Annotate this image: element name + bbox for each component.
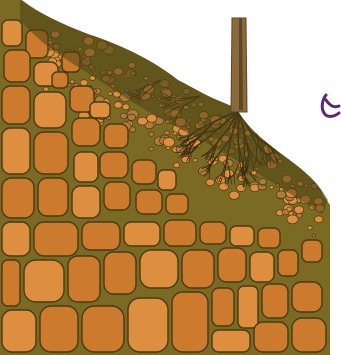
subsoil-pebble	[149, 132, 154, 136]
bedrock-block	[238, 286, 258, 328]
bedrock-block	[292, 318, 326, 352]
bedrock-block	[100, 152, 128, 178]
bedrock-block	[34, 132, 68, 174]
subsoil-pebble	[312, 234, 316, 237]
bedrock-block	[72, 118, 100, 146]
bedrock-block	[2, 310, 36, 352]
subsoil-pebble	[164, 131, 169, 135]
subsoil-pebble	[294, 206, 304, 214]
bedrock-block	[132, 160, 156, 184]
subsoil-pebble	[287, 207, 292, 211]
bedrock-block	[2, 222, 30, 256]
subsoil-pebble	[259, 179, 267, 185]
bedrock-block	[2, 260, 20, 306]
subsoil-pebble	[120, 113, 127, 119]
subsoil-pebble	[316, 166, 326, 174]
bedrock-block	[2, 86, 30, 124]
subsoil-pebble	[333, 170, 337, 173]
subsoil-pebble	[138, 117, 148, 125]
bedrock-block	[104, 182, 130, 210]
bedrock-block	[52, 72, 68, 88]
bedrock-block	[34, 92, 66, 128]
subsoil-pebble	[303, 164, 312, 171]
bedrock-block	[104, 124, 128, 148]
bedrock-block	[212, 330, 250, 352]
bedrock-block	[104, 252, 136, 294]
bedrock-block	[40, 306, 78, 352]
subsoil-pebble	[327, 188, 338, 197]
bedrock-block	[250, 252, 274, 282]
bedrock-block	[218, 248, 246, 282]
bedrock-block	[82, 222, 120, 250]
subsoil-pebble	[193, 159, 197, 162]
subsoil-pebble	[206, 179, 214, 186]
subsoil-pebble	[313, 167, 324, 176]
subsoil-pebble	[163, 138, 175, 147]
subsoil-pebble	[305, 160, 311, 165]
bedrock-block	[254, 322, 288, 352]
subsoil-pebble	[314, 216, 323, 223]
bedrock-block	[24, 260, 64, 302]
subsoil-pebble	[114, 102, 122, 109]
bedrock-block	[34, 222, 78, 256]
bedrock-block	[166, 194, 188, 214]
bedrock-block	[302, 240, 322, 262]
subsoil-pebble	[173, 132, 177, 135]
subsoil-pebble	[266, 138, 272, 143]
subsoil-pebble	[174, 163, 180, 168]
bedrock-block	[90, 102, 110, 118]
bedrock-block	[292, 282, 322, 312]
subsoil-pebble	[219, 183, 229, 191]
subsoil-pebble	[335, 219, 340, 223]
bedrock-block	[68, 256, 100, 302]
bedrock-block	[278, 250, 298, 276]
bedrock-block	[82, 306, 124, 352]
bedrock-block	[124, 222, 160, 246]
bedrock-block	[262, 284, 288, 318]
bedrock-block	[2, 128, 30, 174]
subsoil-pebble	[80, 80, 88, 86]
bedrock-block	[140, 250, 178, 288]
subsoil-pebble	[229, 191, 239, 199]
subsoil-pebble	[70, 80, 74, 83]
subsoil-pebble	[326, 180, 335, 187]
bedrock-block	[4, 50, 30, 82]
subsoil-pebble	[128, 114, 136, 120]
bedrock-block	[172, 292, 208, 352]
plant-stem	[231, 18, 247, 112]
subsoil-pebble	[43, 87, 48, 91]
bedrock-block	[72, 186, 100, 218]
bedrock-block	[2, 178, 34, 218]
bedrock-block	[230, 226, 254, 246]
bedrock-block	[212, 288, 234, 326]
subsoil-pebble	[269, 186, 273, 189]
bedrock-block	[182, 250, 214, 288]
subsoil-pebble	[319, 182, 327, 188]
subsoil-pebble	[108, 92, 112, 95]
bedrock-block	[128, 298, 168, 352]
subsoil-pebble	[276, 191, 286, 199]
subsoil-pebble	[308, 226, 313, 230]
bedrock-block	[136, 190, 162, 214]
bedrock-block	[158, 170, 176, 190]
subsoil-pebble	[122, 104, 129, 110]
root-strand	[275, 145, 281, 150]
bedrock-block	[38, 178, 68, 216]
root-strand	[275, 145, 284, 148]
bedrock-block	[200, 222, 226, 244]
bedrock-block	[74, 152, 98, 182]
edge-glyph	[322, 95, 339, 116]
bedrock-block	[258, 228, 280, 248]
subsoil-pebble	[301, 154, 306, 158]
subsoil-pebble	[293, 158, 297, 162]
bedrock-block	[164, 220, 196, 246]
subsoil-pebble	[149, 147, 154, 151]
bedrock-block	[2, 20, 22, 46]
